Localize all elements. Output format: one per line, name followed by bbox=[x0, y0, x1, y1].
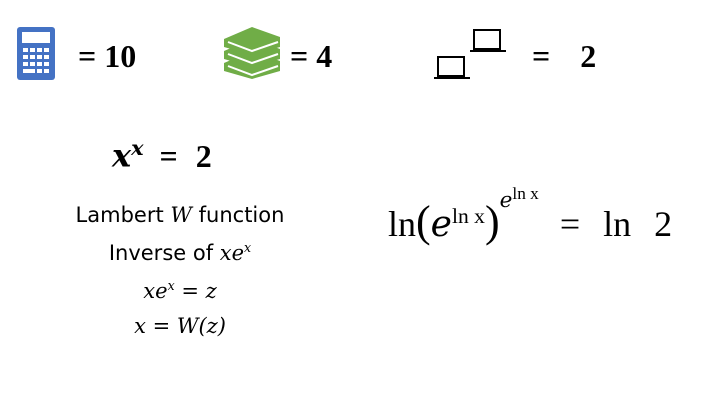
lambert-w-definition: x = W(z) bbox=[134, 314, 226, 338]
laptop-icon bbox=[434, 55, 470, 81]
books-icon bbox=[222, 27, 284, 79]
log-equation: ln(eln x)eln x = ln 2 bbox=[388, 183, 673, 246]
lambert-equation: xex = z bbox=[143, 278, 217, 303]
laptops-value: = 2 bbox=[532, 38, 597, 74]
lambert-inverse-line: Inverse of xex bbox=[108, 240, 252, 265]
books-value: = 4 bbox=[290, 38, 333, 74]
calculator-icon bbox=[17, 27, 55, 80]
x-power-x-equation: xx = 2 bbox=[112, 135, 212, 175]
laptop-exponent-icon bbox=[470, 28, 506, 54]
calculator-value: = 10 bbox=[78, 38, 137, 74]
lambert-title: Lambert W function bbox=[75, 203, 285, 227]
